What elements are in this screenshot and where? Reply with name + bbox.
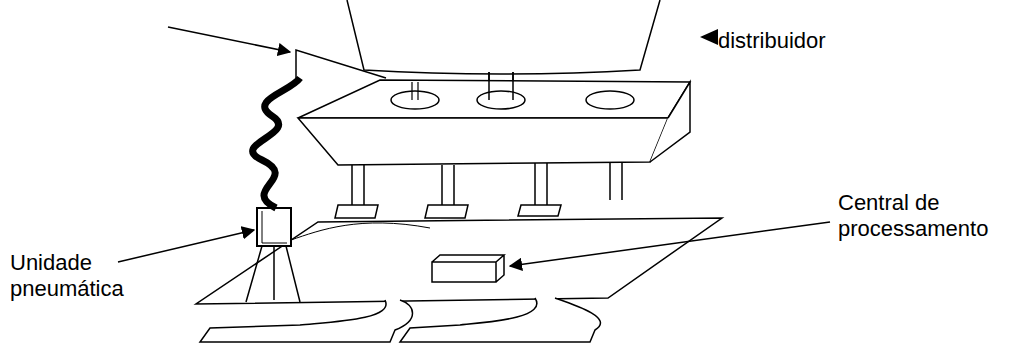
pneumatic-unit-detail [262,211,287,243]
leader-arrow [168,27,290,52]
distributor-top [298,80,690,118]
sensor-rod [412,82,418,100]
distributor-front [298,118,668,165]
pointer-triangle [700,29,718,45]
wire [291,223,430,240]
support-legs [352,162,622,205]
distributor-hole [391,91,439,109]
part-label: distribuidor [718,28,878,54]
pneumatic-unit [257,208,291,246]
leader-arrow [510,222,830,266]
runner [200,300,413,342]
distributor-hole [586,91,634,109]
hopper-shaft [489,72,513,100]
hose [253,78,300,208]
processing-box [432,255,504,282]
tripod [246,246,300,302]
distributor-hole [477,91,525,109]
runner [400,298,600,342]
part-label: Unidade pneumática [10,250,140,302]
leader-arrow [118,230,254,262]
leg-foot [335,205,561,218]
tube [296,50,386,78]
distributor-side [650,82,690,162]
hopper [347,0,660,74]
part-label: Central de processamento [838,190,1010,242]
